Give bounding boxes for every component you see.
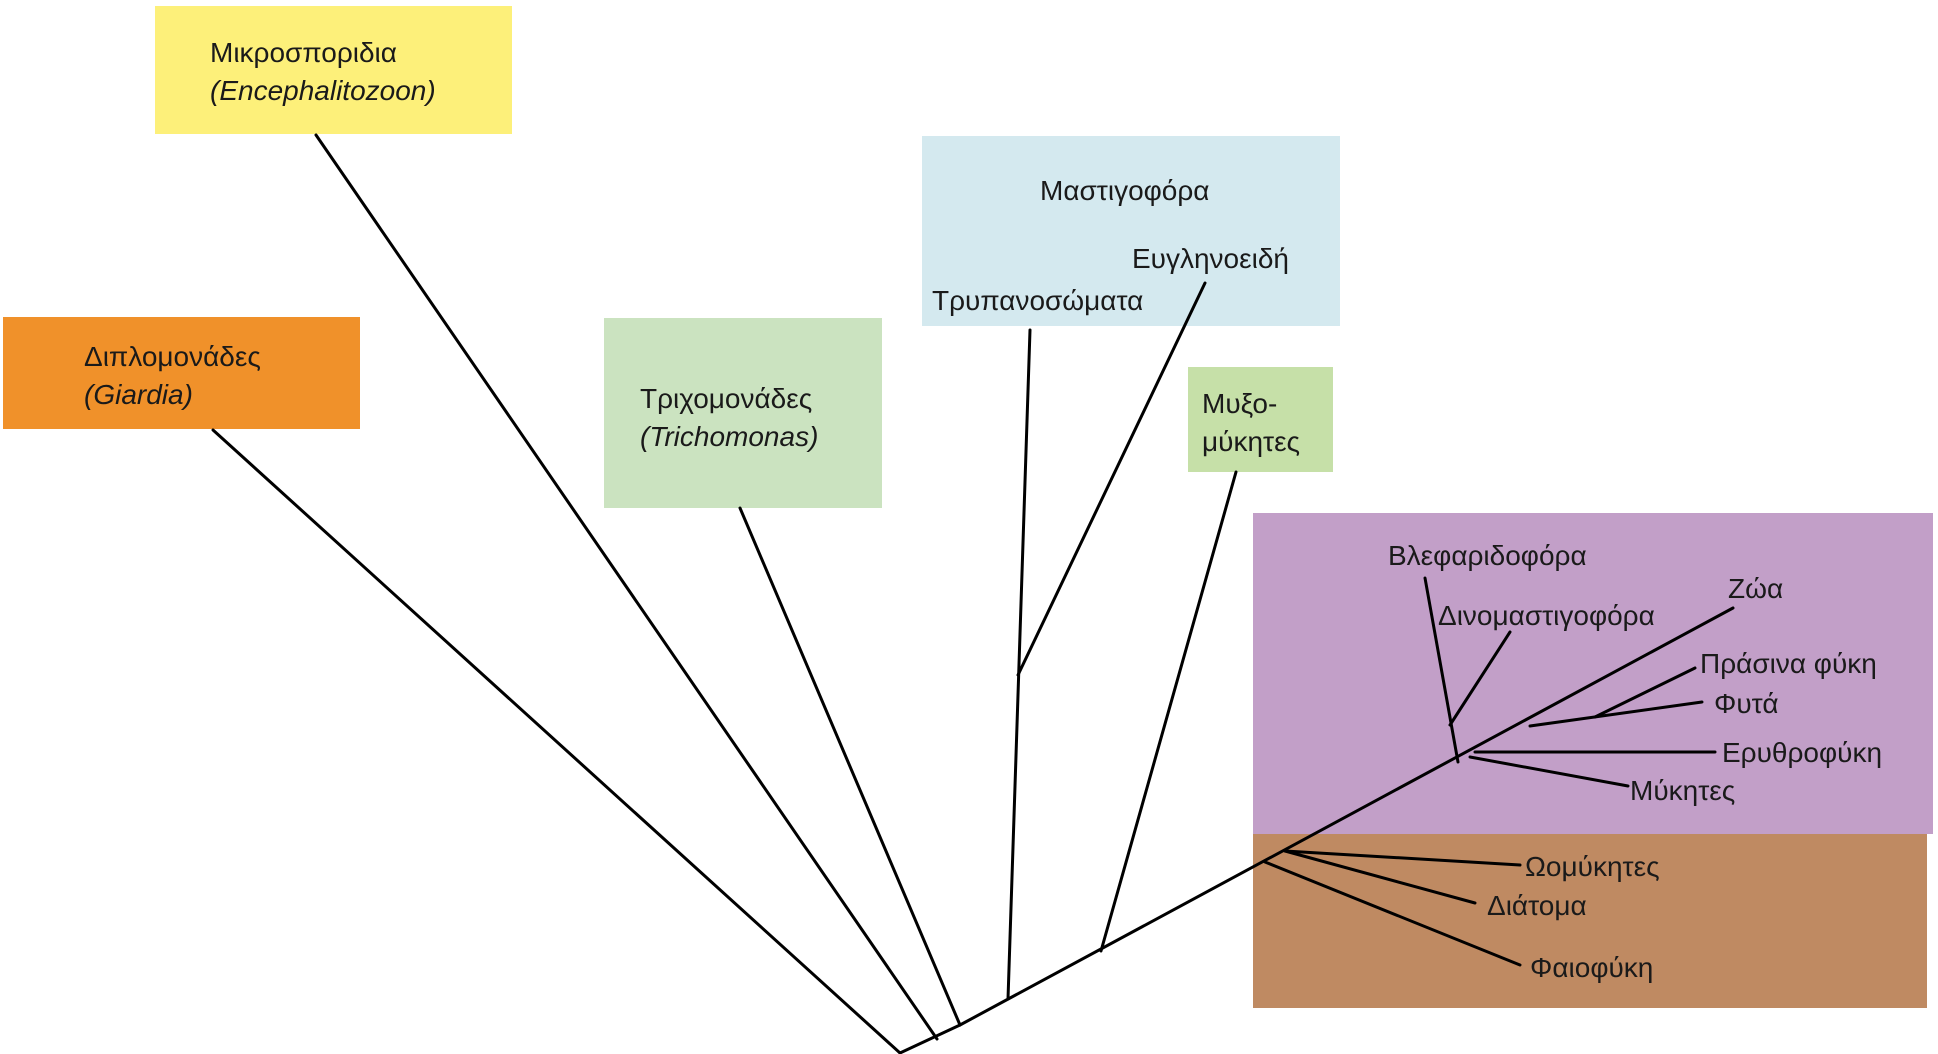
brown-algae-label: Φαιοφύκη <box>1530 952 1653 983</box>
branch-fungi <box>1468 755 1630 788</box>
plants-label: Φυτά <box>1714 688 1779 719</box>
trypanosomes-label: Τρυπανοσώματα <box>932 285 1143 316</box>
branch-mastigophora <box>1006 328 1032 1001</box>
branch-trichomonades <box>738 506 962 1027</box>
branch-ciliates-stem <box>1423 576 1460 764</box>
green-algae-label: Πράσινα φύκη <box>1700 648 1877 679</box>
microsporidia-name: Μικροσποριδια <box>210 37 397 68</box>
branch-brown-algae <box>1263 860 1522 967</box>
main-trunk <box>958 606 1735 1027</box>
myxomycetes-line2: μύκητες <box>1202 426 1300 457</box>
mastigophora-box <box>922 136 1340 326</box>
trunk-root <box>898 1023 962 1054</box>
myxomycetes-box <box>1188 367 1333 472</box>
branch-dinoflagellates <box>1448 630 1512 727</box>
microsporidia-genus: (Encephalitozoon) <box>210 75 436 106</box>
euglenoids-label: Ευγληνοειδή <box>1132 243 1289 274</box>
branch-green-algae <box>1593 666 1697 719</box>
red-algae-label: Ερυθροφύκη <box>1722 737 1882 768</box>
trichomonades-name: Τριχομονάδες <box>640 383 812 414</box>
myxomycetes-line1: Μυξο- <box>1202 388 1277 419</box>
branch-myxomycetes <box>1099 470 1238 953</box>
stramenopiles-panel <box>1253 834 1927 1008</box>
dinoflagellates-label: Δινομαστιγοφόρα <box>1438 600 1655 631</box>
diplomonades-name: Διπλομονάδες <box>84 341 261 372</box>
oomycetes-label: Ωομύκητες <box>1525 851 1660 882</box>
root-to-diplomonades <box>211 428 902 1054</box>
diplomonades-genus: (Giardia) <box>84 379 193 410</box>
branch-plants-stem <box>1528 700 1704 728</box>
microsporidia-box <box>155 6 512 134</box>
diplomonades-box <box>3 317 360 429</box>
branch-diatoms <box>1283 849 1477 905</box>
ciliates-label: Βλεφαριδοφόρα <box>1388 540 1587 571</box>
fungi-label: Μύκητες <box>1630 775 1735 806</box>
branches <box>211 133 1735 1054</box>
trichomonades-box <box>604 318 882 508</box>
animals-label: Ζώα <box>1728 573 1783 604</box>
mastigophora-name: Μαστιγοφόρα <box>1040 175 1210 206</box>
diatoms-label: Διάτομα <box>1487 890 1587 921</box>
branch-euglenoids <box>1016 281 1207 677</box>
branch-oomycetes <box>1283 849 1522 867</box>
trichomonades-genus: (Trichomonas) <box>640 421 818 452</box>
root-to-microsporidia <box>314 133 939 1041</box>
